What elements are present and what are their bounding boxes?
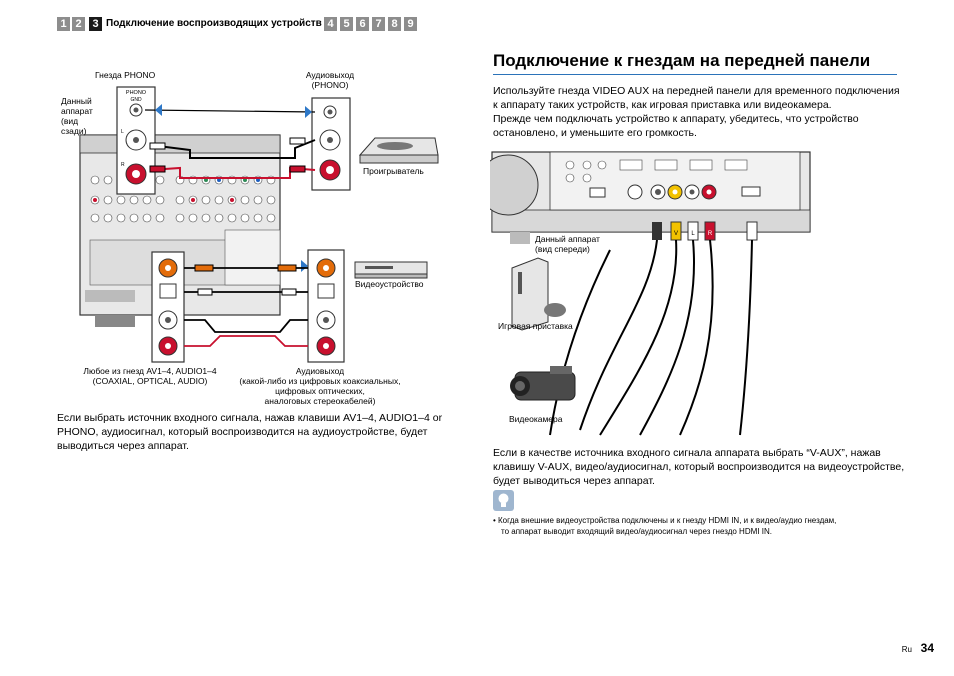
label-device-front: Данный аппарат (вид спереди) — [535, 234, 600, 254]
label-video-device: Видеоустройство — [355, 279, 424, 289]
video-device-icon — [354, 261, 428, 279]
ground-wire — [144, 109, 316, 113]
receiver-front-panel — [490, 151, 811, 244]
tip-lightbulb-icon — [493, 490, 514, 511]
language-label: Ru — [901, 645, 912, 654]
label-phono-jacks: Гнезда PHONO — [95, 70, 156, 80]
intro-paragraph: Используйте гнезда VIDEO AUX на передней… — [493, 84, 900, 140]
label-line: Аудиовыход — [295, 366, 345, 376]
phono-cable-l — [149, 139, 316, 159]
note-line: то аппарат выводит входящий видео/аудиос… — [501, 527, 772, 536]
label-line: аналоговых стереокабелей) — [264, 396, 376, 406]
label-line: цифровых оптических, — [275, 386, 365, 396]
nav-page-8[interactable]: 8 — [388, 17, 401, 31]
rear-connection-diagram: PHONO GND L R — [79, 86, 439, 363]
label-line: (вид спереди) — [535, 244, 590, 254]
note-line: • Когда внешние видеоустройства подключе… — [493, 516, 837, 525]
paragraph-line: PHONO, аудиосигнал, который воспроизводи… — [57, 426, 428, 438]
paragraph-line: будет выводиться через аппарат. — [493, 475, 655, 487]
l-text: L — [121, 129, 124, 135]
camcorder-icon — [510, 366, 576, 401]
paragraph-line: выводиться через аппарат. — [57, 440, 189, 452]
label-any-jack: Любое из гнезд AV1–4, AUDIO1–4 (COAXIAL,… — [75, 366, 225, 386]
game-console-icon — [511, 257, 566, 331]
nav-page-6[interactable]: 6 — [356, 17, 369, 31]
l-text: L — [691, 231, 695, 237]
nav-page-1[interactable]: 1 — [57, 17, 70, 31]
label-audio-out-digital: Аудиовыход (какой-либо из цифровых коакс… — [225, 366, 415, 406]
label-line: Аудиовыход — [305, 70, 355, 80]
nav-page-5[interactable]: 5 — [340, 17, 353, 31]
label-device-rear: Данный аппарат (вид сзади) — [61, 96, 93, 136]
label-line: (какой-либо из цифровых коаксиальных, — [239, 376, 401, 386]
label-audio-out-phono: Аудиовыход (PHONO) — [290, 70, 370, 90]
page-number: 34 — [920, 641, 934, 655]
nav-page-current[interactable]: 3 — [89, 17, 102, 31]
turntable-output-panel — [311, 97, 351, 191]
phono-jack-panel: PHONO GND L R — [116, 86, 156, 195]
front-connection-diagram: V L R — [490, 151, 811, 436]
label-line: Данный аппарат — [535, 234, 600, 244]
label-game-console: Игровая приставка — [498, 321, 573, 331]
paragraph-line: Если выбрать источник входного сигнала, … — [57, 412, 443, 424]
nav-page-9[interactable]: 9 — [404, 17, 417, 31]
front-cables — [549, 239, 753, 436]
r-text: R — [708, 231, 713, 237]
nav-page-2[interactable]: 2 — [72, 17, 85, 31]
label-line: (COAXIAL, OPTICAL, AUDIO) — [92, 376, 208, 386]
turntable-icon — [358, 137, 439, 164]
paragraph-line: остановлено, и уменьшите его громкость. — [493, 127, 697, 139]
r-text: R — [121, 162, 125, 168]
analog-cable-l — [184, 319, 308, 333]
label-camcorder: Видеокамера — [509, 414, 563, 424]
paragraph-line: Используйте гнезда VIDEO AUX на передней… — [493, 85, 900, 97]
paragraph-line: клавишу V-AUX, видео/аудиосигнал, которы… — [493, 461, 905, 473]
label-line: (PHONO) — [311, 80, 349, 90]
gnd-text: GND — [130, 97, 142, 103]
label-line: сзади) — [61, 126, 87, 136]
page-title: Подключение к гнездам на передней панели — [493, 51, 871, 70]
label-turntable: Проигрыватель — [363, 166, 424, 176]
v-text: V — [674, 231, 678, 237]
label-line: Данный — [61, 96, 92, 106]
receiver-input-panel — [151, 251, 185, 363]
right-paragraph: Если в качестве источника входного сигна… — [493, 446, 904, 488]
tip-note: • Когда внешние видеоустройства подключе… — [493, 515, 836, 537]
label-line: аппарат — [61, 106, 93, 116]
analog-cable-r — [184, 335, 308, 347]
heading-rule — [493, 74, 897, 75]
label-line: (вид — [61, 116, 79, 126]
phono-text: PHONO — [126, 90, 147, 96]
nav-page-4[interactable]: 4 — [324, 17, 337, 31]
paragraph-line: Прежде чем подключать устройство к аппар… — [493, 113, 859, 125]
nav-chapter-title: Подключение воспроизводящих устройств — [106, 18, 322, 29]
paragraph-line: Если в качестве источника входного сигна… — [493, 447, 881, 459]
left-paragraph: Если выбрать источник входного сигнала, … — [57, 411, 442, 453]
video-device-output-panel — [307, 249, 345, 363]
nav-page-7[interactable]: 7 — [372, 17, 385, 31]
front-plugs: V L R — [652, 221, 758, 241]
label-line: Любое из гнезд AV1–4, AUDIO1–4 — [83, 366, 217, 376]
paragraph-line: к аппарату таких устройств, как игровая … — [493, 99, 832, 111]
